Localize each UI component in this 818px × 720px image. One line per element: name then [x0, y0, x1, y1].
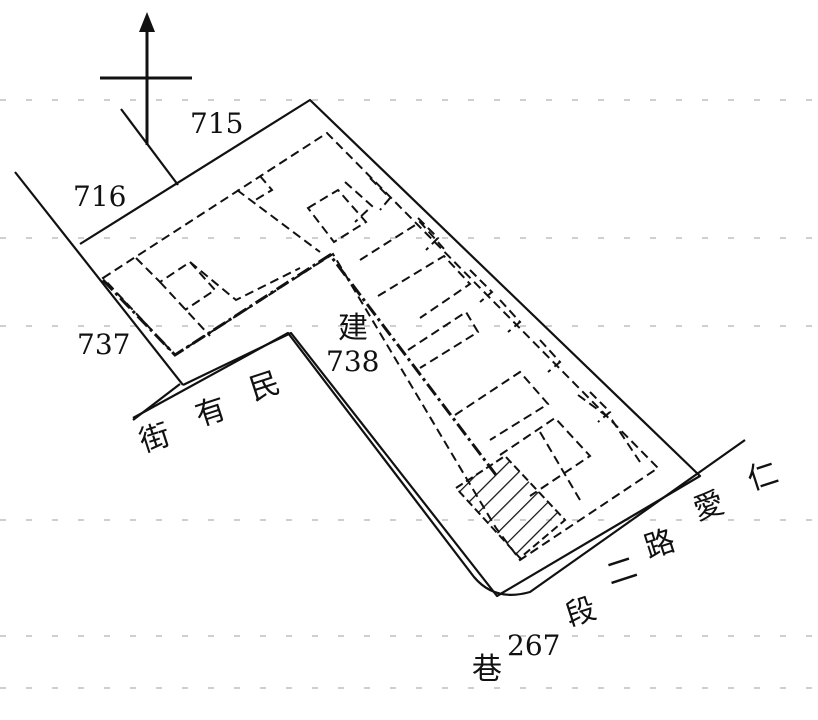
boundary-716-715: [120, 108, 179, 186]
parcel-boundaries: [14, 98, 746, 598]
lane-number: 267: [507, 629, 561, 662]
parcel-715: 715: [190, 107, 244, 140]
parcel-716: 716: [73, 180, 127, 213]
lane-corner-curve: [132, 331, 746, 596]
boundary-716-737: [14, 171, 184, 386]
target-parcel: [454, 454, 567, 560]
lane-suffix: 巷: [472, 652, 502, 687]
parcel-738: 738: [326, 345, 380, 378]
lot-line: [101, 252, 498, 476]
boundary-lane: [132, 383, 181, 421]
parcel-737: 737: [77, 328, 131, 361]
north-arrow-icon: [100, 12, 192, 145]
scan-guide-lines: [0, 99, 818, 689]
building-label: 建: [338, 311, 368, 346]
